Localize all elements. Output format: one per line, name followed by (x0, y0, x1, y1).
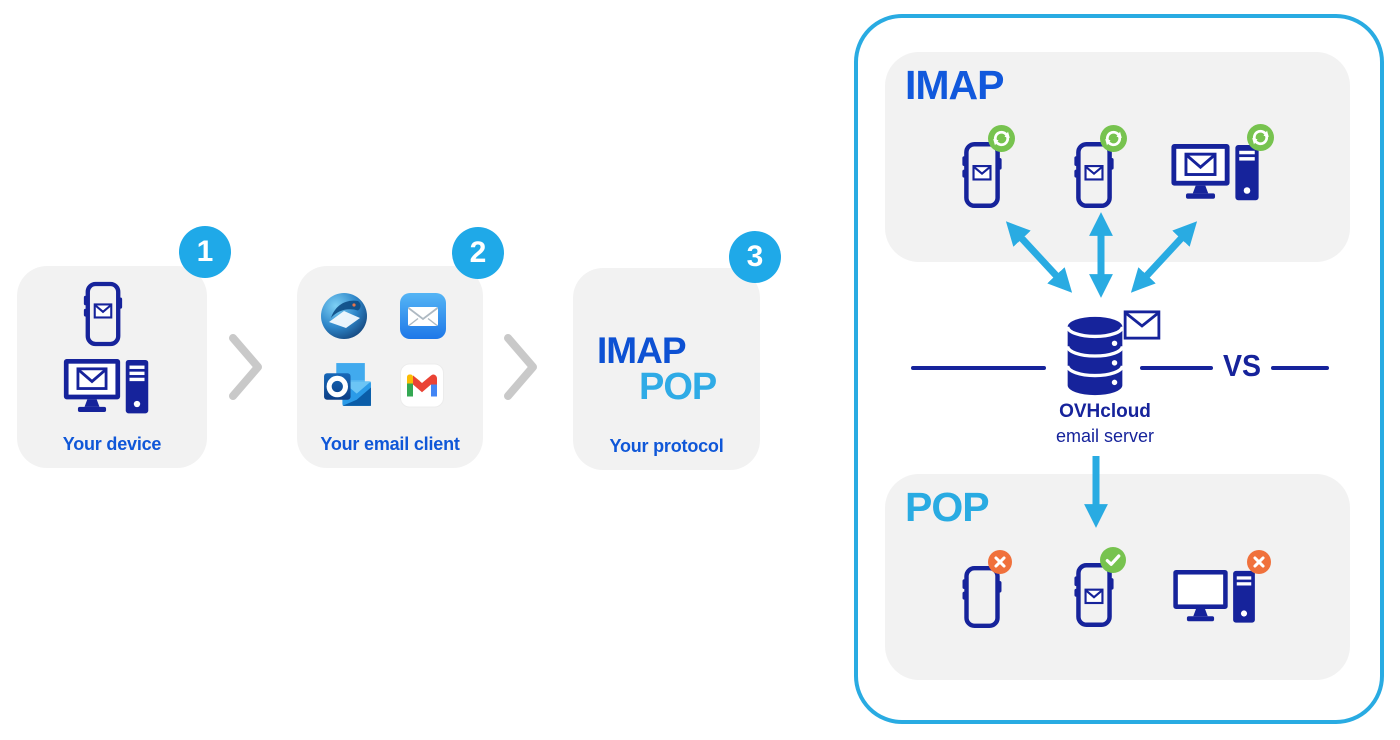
chevron-right-icon (229, 334, 263, 405)
pop-smartphone-1 (961, 550, 1012, 633)
step-card-your-device: Your device (17, 266, 207, 468)
thunderbird-icon (320, 292, 368, 345)
imap-smartphone-2 (1073, 125, 1127, 213)
pop-section (885, 474, 1350, 680)
step-card-email-client: Your email client (297, 266, 483, 468)
step3-label: Your protocol (609, 436, 724, 456)
server-subtitle: email server (1055, 426, 1155, 446)
desktop-mail-icon (63, 359, 151, 424)
check-icon (1100, 547, 1126, 578)
gmail-icon (400, 363, 444, 413)
database-icon (1064, 314, 1126, 403)
server-label: OVHcloud email server (1015, 401, 1195, 447)
outlook-icon (322, 361, 373, 415)
imap-desktop (1171, 124, 1274, 211)
imap-smartphone-1 (961, 125, 1015, 213)
desktop-empty-icon (1173, 570, 1255, 623)
double-arrow-icon (980, 210, 1220, 307)
step2-number-badge: 2 (452, 227, 504, 279)
smartphone-mail-icon (1074, 142, 1114, 208)
divider-line (911, 366, 1046, 370)
server-name: OVHcloud (1059, 401, 1151, 422)
chevron-right-icon (504, 334, 538, 405)
smartphone-mail-icon (1074, 563, 1114, 627)
pop-word: POP (639, 366, 717, 408)
step2-label: Your email client (320, 434, 460, 454)
step3-number-badge: 3 (729, 231, 781, 283)
smartphone-empty-icon (962, 566, 1002, 628)
pop-smartphone-2 (1073, 547, 1126, 632)
smartphone-mail-icon (83, 280, 123, 353)
smartphone-mail-icon (962, 142, 1002, 208)
vs-label: VS (1222, 348, 1262, 383)
step-card-protocol: IMAP POP Your protocol (573, 268, 760, 470)
sync-icon (988, 125, 1015, 157)
pop-section-title: POP (905, 484, 990, 530)
imap-section-title: IMAP (905, 62, 1004, 108)
cross-icon (1247, 550, 1271, 579)
sync-icon (1100, 125, 1127, 157)
imap-word: IMAP (597, 330, 686, 371)
imap-section (885, 52, 1350, 262)
divider-line (1140, 366, 1213, 370)
pop-desktop (1171, 550, 1271, 633)
apple-mail-icon (400, 293, 446, 344)
desktop-mail-icon (1171, 144, 1259, 201)
down-arrow-icon (1081, 452, 1111, 541)
envelope-icon (1123, 310, 1161, 345)
sync-icon (1247, 124, 1274, 156)
cross-icon (988, 550, 1012, 579)
divider-line (1271, 366, 1329, 370)
step1-label: Your device (62, 434, 162, 454)
step1-number-badge: 1 (179, 226, 231, 278)
